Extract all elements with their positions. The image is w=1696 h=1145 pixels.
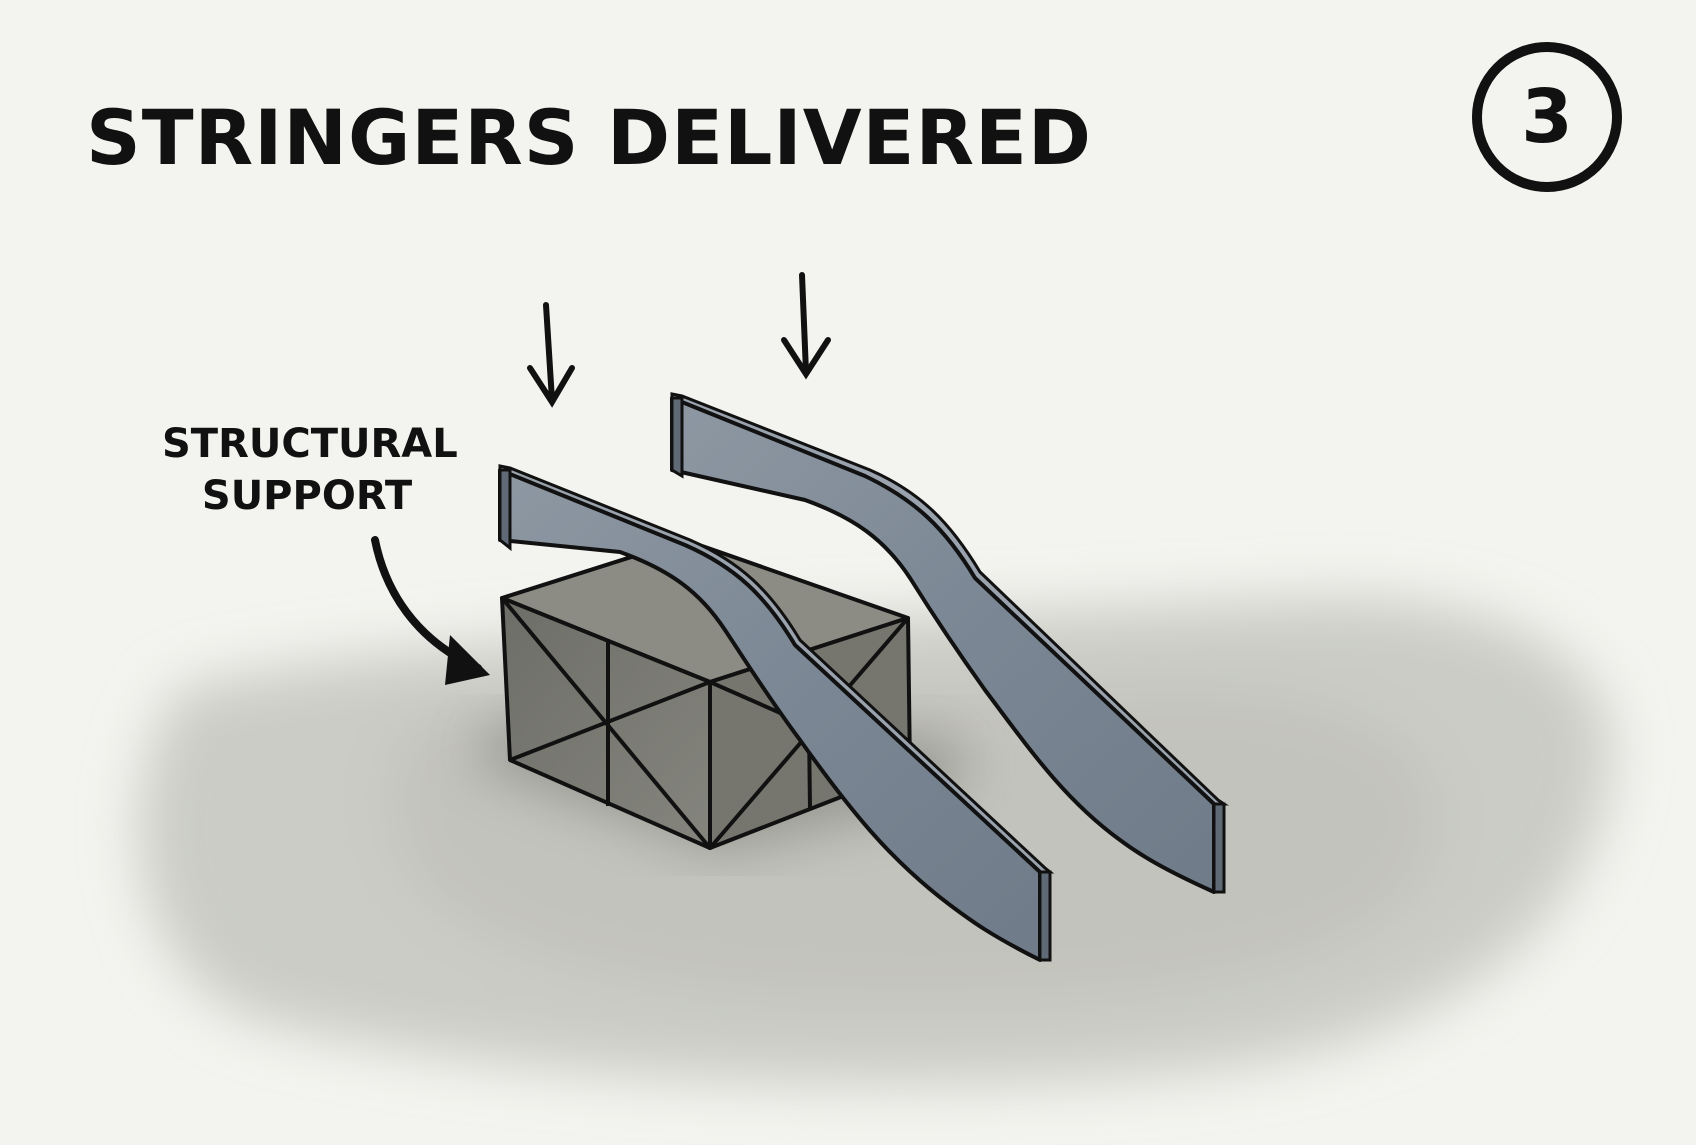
stringer-right xyxy=(670,392,1229,894)
down-arrow-icon xyxy=(781,272,831,380)
structural-support-label: STRUCTURAL SUPPORT xyxy=(162,418,458,522)
stringer-left xyxy=(498,464,1055,962)
step-number-badge: 3 xyxy=(1472,42,1622,192)
page-title: STRINGERS DELIVERED xyxy=(86,93,1092,182)
down-arrow-icon xyxy=(527,302,575,408)
callout-line-2: SUPPORT xyxy=(201,473,413,519)
callout-line-1: STRUCTURAL xyxy=(162,421,458,467)
curved-arrow-icon xyxy=(371,536,490,685)
